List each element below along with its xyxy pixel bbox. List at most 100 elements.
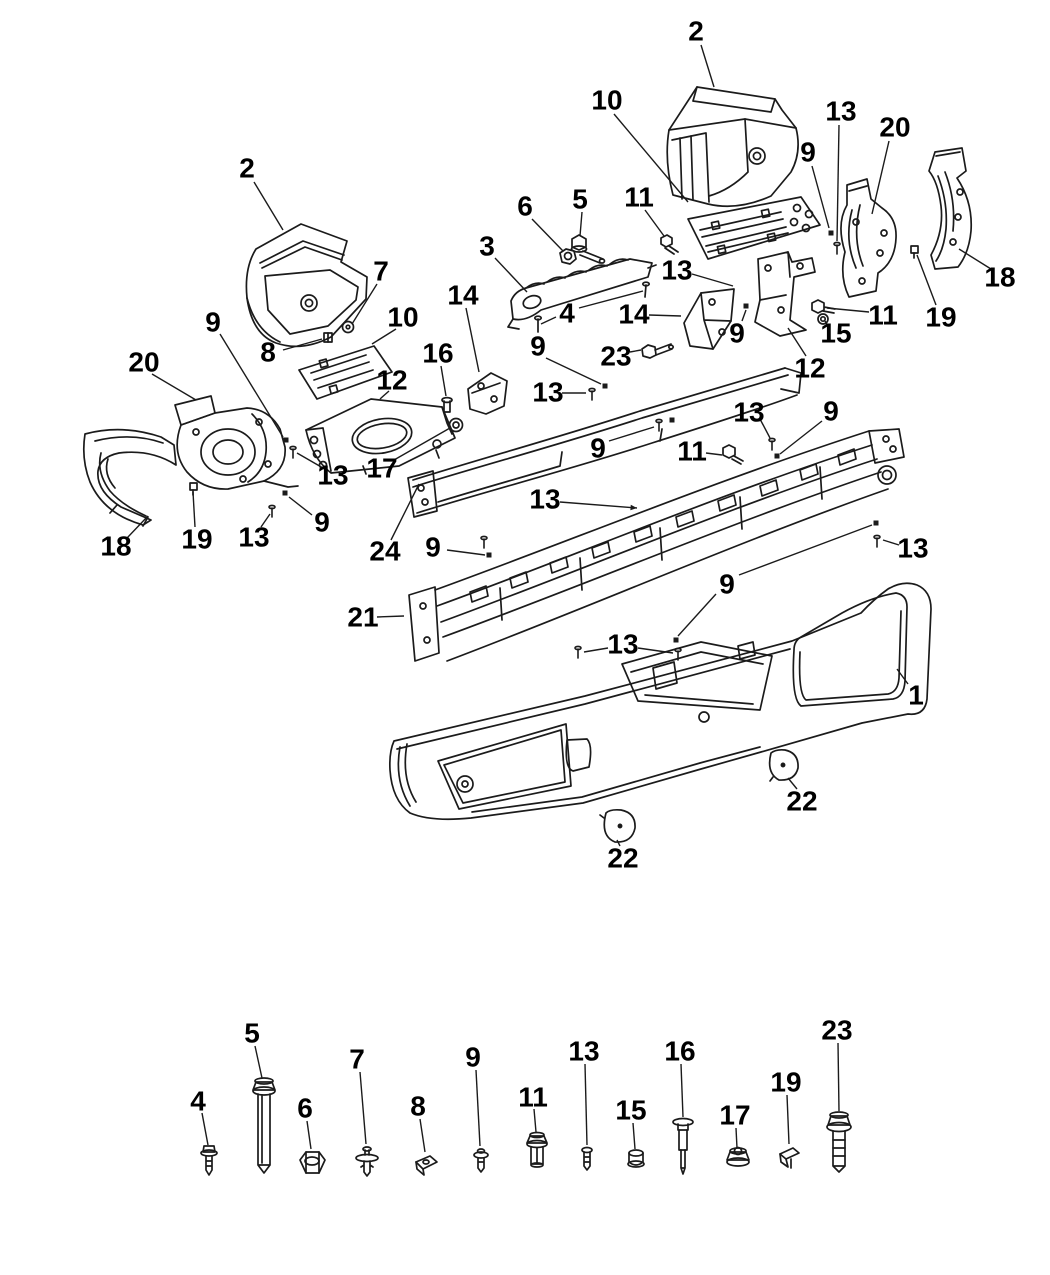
part-line xyxy=(200,428,256,476)
leader-line-9 xyxy=(608,426,655,442)
callout-1: 1 xyxy=(908,680,924,711)
part-18-bezel-right xyxy=(928,147,973,270)
part-line xyxy=(417,484,425,492)
part-line xyxy=(415,1161,425,1176)
part-line xyxy=(421,498,429,506)
part-line xyxy=(396,648,791,750)
part-line xyxy=(817,313,829,325)
part-line xyxy=(840,178,897,298)
part-line xyxy=(679,135,694,201)
leader-line-19 xyxy=(192,491,196,528)
hardware-leader-9 xyxy=(475,1069,481,1147)
hardware-19-clip xyxy=(779,1147,800,1169)
part-12-plate-left xyxy=(305,398,456,475)
leader-line-11 xyxy=(644,209,665,237)
hardware-6-nut xyxy=(299,1151,326,1174)
part-line xyxy=(641,281,651,287)
callout-3: 3 xyxy=(479,231,495,262)
part-line xyxy=(526,1139,548,1149)
part-1-bumper-face-bar xyxy=(388,582,932,821)
leader-line-9 xyxy=(779,420,823,455)
part-line xyxy=(254,1077,274,1085)
part-line xyxy=(299,1151,326,1174)
leader-line-9 xyxy=(446,549,486,556)
part-11-bolt-top xyxy=(660,234,679,255)
part-line xyxy=(351,417,413,455)
hardware-11-flange-bolt xyxy=(526,1131,548,1168)
callout-10: 10 xyxy=(387,302,418,333)
part-4-pin-left xyxy=(533,315,543,333)
callout-13: 13 xyxy=(661,255,692,286)
part-7-washer xyxy=(341,320,355,334)
part-line xyxy=(928,147,973,270)
hardware-4-screw xyxy=(200,1145,218,1176)
part-line xyxy=(239,475,247,483)
part-line xyxy=(309,435,319,445)
part-line xyxy=(687,196,821,260)
callout-18: 18 xyxy=(984,262,1015,293)
part-line xyxy=(796,262,804,270)
part-line xyxy=(692,86,776,113)
fastener-clip-19-right xyxy=(910,245,919,259)
part-line xyxy=(388,582,932,821)
part-line xyxy=(397,743,417,807)
leader-line-11 xyxy=(705,452,723,456)
part-line xyxy=(729,1147,747,1155)
hardware-7-push-pin xyxy=(355,1146,379,1177)
part-line xyxy=(461,780,469,788)
leader-line-13 xyxy=(836,124,840,242)
leader-line-9 xyxy=(811,165,830,229)
part-line xyxy=(910,245,919,254)
part-line xyxy=(565,738,592,772)
leader-line-21 xyxy=(376,615,405,618)
part-line xyxy=(407,470,438,518)
leader-line-13 xyxy=(882,539,900,546)
part-5-bolt xyxy=(570,234,606,264)
part-line xyxy=(780,762,786,768)
leader-line-9 xyxy=(219,333,284,438)
hardware-leader-11 xyxy=(533,1108,537,1133)
part-line xyxy=(261,246,343,269)
callout-7: 7 xyxy=(349,1044,365,1075)
part-line xyxy=(530,1146,544,1165)
part-14-bracket-left xyxy=(467,372,508,415)
part-line xyxy=(644,284,647,298)
part-line xyxy=(408,586,440,662)
leader-line-9 xyxy=(677,593,717,637)
part-10-bracket-right xyxy=(687,196,821,260)
part-line xyxy=(82,428,177,526)
part-line xyxy=(471,382,501,394)
leader-line-13 xyxy=(583,647,609,653)
part-line xyxy=(423,636,431,644)
part-line xyxy=(416,394,798,514)
hardware-leader-19 xyxy=(786,1094,790,1145)
fastener-bolt-11-right xyxy=(811,299,836,314)
part-22-sensor-cap-bottom xyxy=(599,808,636,843)
callout-13: 13 xyxy=(897,533,928,564)
part-line xyxy=(768,437,776,451)
leader-line-13 xyxy=(559,501,638,509)
hardware-leader-5 xyxy=(254,1045,263,1079)
part-line xyxy=(305,427,332,472)
part-line xyxy=(666,86,799,208)
callout-4: 4 xyxy=(190,1086,206,1117)
part-line xyxy=(192,428,200,436)
part-3-crossmember-strip xyxy=(507,258,657,330)
leader-line-13 xyxy=(691,273,734,287)
callout-9: 9 xyxy=(823,396,839,427)
part-line xyxy=(559,248,577,265)
part-line xyxy=(490,395,498,403)
part-line xyxy=(212,439,244,465)
callout-21: 21 xyxy=(347,602,378,633)
leader-line-8 xyxy=(282,338,323,351)
part-line xyxy=(826,1121,852,1133)
part-line xyxy=(477,1157,485,1173)
part-line xyxy=(621,641,773,711)
part-line xyxy=(588,387,596,401)
part-line xyxy=(752,151,762,161)
callout-19: 19 xyxy=(770,1067,801,1098)
part-line xyxy=(673,637,679,643)
part-line xyxy=(109,504,149,527)
part-line xyxy=(581,1146,593,1154)
